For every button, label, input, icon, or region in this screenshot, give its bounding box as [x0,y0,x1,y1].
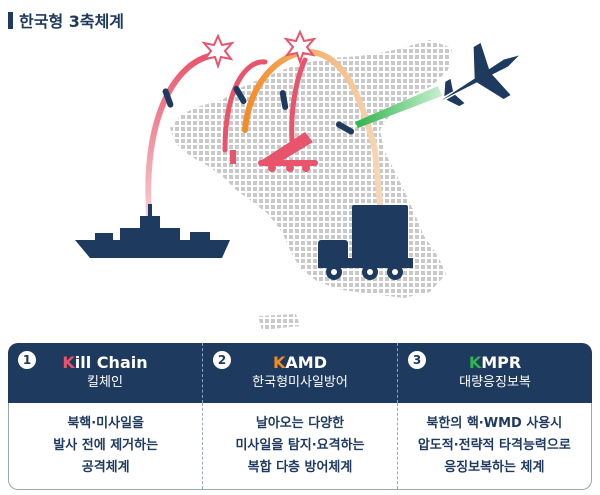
launcher-icon [230,132,318,172]
accent-letter: K [273,353,286,372]
radar-truck-icon [318,205,413,280]
name-rest: AMD [285,353,327,372]
title-marker [8,11,13,29]
fighter-jet-icon [441,43,519,107]
warship-icon [75,204,230,258]
kamd-header: 2 KAMD 한국형미사일방어 [202,343,397,403]
kill-chain-description: 북핵·미사일을 발사 전에 제거하는 공격체계 [53,416,159,475]
system-name: KMPR [469,353,521,373]
system-name-ko: 한국형미사일방어 [252,375,348,390]
missile-icon [335,121,355,135]
system-name: KAMD [273,353,327,373]
korea-map [170,40,452,330]
panel-body: 북핵·미사일을 발사 전에 제거하는 공격체계 날아오는 다양한 미사일을 탐지… [8,403,592,490]
three-axis-panel: 1 Kill Chain 킬체인 2 KAMD 한국형미사일방어 3 KMPR … [8,343,592,490]
kamd-description: 날아오는 다양한 미사일을 탐지·요격하는 복합 다층 방어체계 [202,403,396,489]
number-badge: 2 [213,351,231,369]
explosion-icon [283,29,317,66]
name-rest: ill Chain [74,353,148,372]
missile-icon [233,85,247,105]
system-name: Kill Chain [62,353,147,373]
missile-icon [279,90,289,110]
strike-beam [355,86,442,128]
kill-chain-header: 1 Kill Chain 킬체인 [8,343,202,403]
missile-icon [162,88,174,108]
number-badge: 1 [18,351,36,369]
title-bar: 한국형 3축체계 [8,8,124,32]
explosion-icon [201,33,235,70]
accent-letter: K [62,353,75,372]
interceptor-arc-right [289,57,308,143]
page-title: 한국형 3축체계 [19,12,125,31]
kmpr-description: 북한의 핵·WMD 사용시 압도적·전략적 타격능력으로 응징보복하는 체계 [396,403,591,489]
system-name-ko: 킬체인 [87,375,123,390]
number-badge: 3 [408,351,426,369]
system-name-ko: 대량응징보복 [459,375,531,390]
accent-letter: K [468,353,482,372]
panel-header: 1 Kill Chain 킬체인 2 KAMD 한국형미사일방어 3 KMPR … [8,343,592,403]
kmpr-header: 3 KMPR 대량응징보복 [397,343,592,403]
illustration [75,29,519,330]
name-rest: MPR [481,353,522,372]
kill-chain-arc [145,52,218,228]
interceptor-arc-left [222,59,268,153]
